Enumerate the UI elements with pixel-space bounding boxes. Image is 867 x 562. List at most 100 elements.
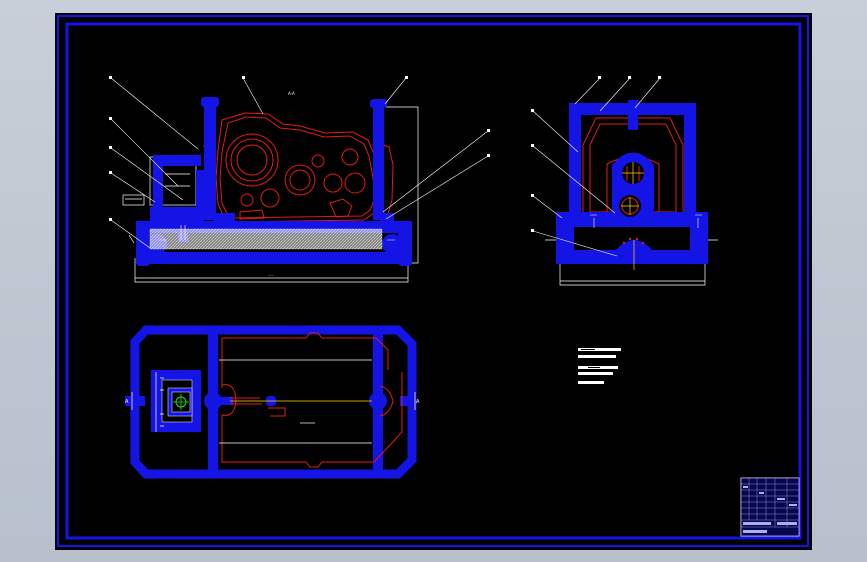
hatch-line xyxy=(342,228,364,250)
hatch-line xyxy=(261,228,283,250)
plan-outlines xyxy=(131,359,416,444)
plan-view: A A xyxy=(125,325,420,479)
hatch-line xyxy=(318,228,340,250)
hatch-line xyxy=(149,228,166,245)
hatch-line xyxy=(315,228,337,250)
hatch-line xyxy=(246,228,268,250)
hatch-line xyxy=(339,228,361,250)
hatch-line xyxy=(171,228,193,250)
hatch-line xyxy=(360,228,382,250)
hatch-line xyxy=(348,228,370,250)
fixture-body xyxy=(136,97,412,266)
front-leaders xyxy=(110,77,489,249)
gearbox-housing xyxy=(203,112,394,223)
drawing-sheet: A-A xyxy=(55,13,812,550)
hatch-line xyxy=(234,228,256,250)
base-plate-section xyxy=(149,228,383,250)
hatch-line xyxy=(255,228,277,250)
hatch-line xyxy=(219,228,241,250)
hatch-line xyxy=(324,228,346,250)
hatch-line xyxy=(270,228,292,250)
hatch-line xyxy=(149,228,160,239)
hatch-line xyxy=(366,233,383,250)
side-leader-ends xyxy=(531,76,661,232)
hatch-line xyxy=(327,228,349,250)
hatch-line xyxy=(168,228,190,250)
hatch-line xyxy=(189,228,211,250)
hatch-line xyxy=(231,228,253,250)
hatch-line xyxy=(216,228,238,250)
hatch-line xyxy=(201,228,223,250)
section-mark-left: A xyxy=(125,399,129,405)
hatch-line xyxy=(321,228,343,250)
hatch-line xyxy=(180,228,202,250)
fixture-drawing: A-A xyxy=(57,15,809,547)
outer-border xyxy=(57,15,809,547)
hatch-line xyxy=(282,228,304,250)
hatch-line xyxy=(149,228,157,236)
hatch-line xyxy=(237,228,259,250)
side-leaders xyxy=(532,77,661,257)
hatch-line xyxy=(369,236,383,250)
hatch-line xyxy=(243,228,265,250)
side-elevation-view xyxy=(531,76,718,286)
side-centerlines xyxy=(621,162,644,270)
hatch-line xyxy=(372,239,383,250)
hatch-line xyxy=(204,228,226,250)
hatch-line xyxy=(333,228,355,250)
hatch-line xyxy=(312,228,334,250)
hatch-line xyxy=(149,228,163,242)
title-block xyxy=(740,477,800,537)
hatch-line xyxy=(174,228,196,250)
hatch-line xyxy=(354,228,376,250)
hatch-line xyxy=(378,245,383,250)
hatch-line xyxy=(249,228,271,250)
hatch-line xyxy=(303,228,325,250)
hatch-line xyxy=(363,230,383,250)
hatch-line xyxy=(153,228,175,250)
plan-housing xyxy=(221,332,403,468)
hatch-line xyxy=(357,228,379,250)
section-mark-right: A xyxy=(416,399,420,405)
hatch-line xyxy=(195,228,217,250)
hatch-line xyxy=(149,228,154,233)
hatch-line xyxy=(306,228,328,250)
hatch-line xyxy=(183,228,205,250)
hatch-line xyxy=(291,228,313,250)
hatch-line xyxy=(159,228,181,250)
hatch-line xyxy=(192,228,214,250)
hatch-line xyxy=(273,228,295,250)
plan-target-mark xyxy=(173,394,189,410)
hatch-line xyxy=(207,228,229,250)
hatch-line xyxy=(177,228,199,250)
hatch-line xyxy=(264,228,286,250)
hatch-line xyxy=(165,228,187,250)
hatch-line xyxy=(252,228,274,250)
hatch-line xyxy=(345,228,367,250)
technical-notes-block xyxy=(578,348,621,384)
hatch-line xyxy=(240,228,262,250)
hatch-line xyxy=(222,228,244,250)
hatch-line xyxy=(225,228,247,250)
front-leader-ends xyxy=(109,76,490,221)
hatch-line xyxy=(336,228,358,250)
side-frame xyxy=(556,100,708,264)
side-texture xyxy=(622,237,645,245)
base-hatching xyxy=(149,228,383,250)
hatch-line xyxy=(297,228,319,250)
hatch-line xyxy=(258,228,280,250)
hatch-line xyxy=(300,228,322,250)
hatch-line xyxy=(149,228,169,248)
hatch-line xyxy=(279,228,301,250)
hatch-line xyxy=(228,228,250,250)
hatch-line xyxy=(309,228,331,250)
hatch-line xyxy=(288,228,310,250)
hatch-line xyxy=(210,228,232,250)
hatch-line xyxy=(276,228,298,250)
hatch-line xyxy=(375,242,383,250)
hatch-line xyxy=(162,228,184,250)
hatch-line xyxy=(213,228,235,250)
hatch-line xyxy=(267,228,289,250)
section-label: A-A xyxy=(288,91,295,96)
